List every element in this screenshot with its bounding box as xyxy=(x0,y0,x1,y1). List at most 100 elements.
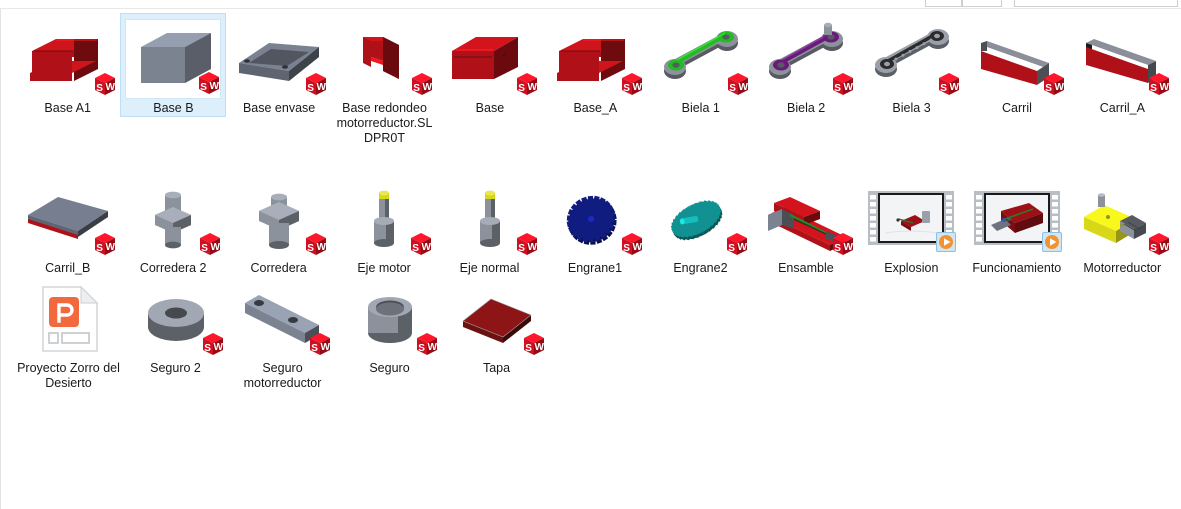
svg-text:S: S xyxy=(518,83,525,94)
svg-text:W: W xyxy=(211,242,221,253)
svg-text:W: W xyxy=(949,82,959,93)
solidworks-part-shaft-motor-icon xyxy=(338,181,430,257)
svg-text:W: W xyxy=(1160,82,1170,93)
file-item[interactable]: Explosion xyxy=(859,173,964,276)
file-label: Ensamble xyxy=(778,261,834,275)
toolbar-fragment-left[interactable] xyxy=(925,0,962,7)
file-thumbnail xyxy=(863,179,959,259)
file-label: Funcionamiento xyxy=(972,261,1062,275)
svg-text:W: W xyxy=(843,242,853,253)
solidworks-part-box-red-icon xyxy=(444,21,536,97)
svg-text:W: W xyxy=(427,342,437,353)
solidworks-part-gearmotor-yellow-icon xyxy=(1076,181,1168,257)
toolbar-fragment-middle[interactable] xyxy=(962,0,1002,7)
svg-text:S: S xyxy=(96,243,103,254)
file-label: Base A1 xyxy=(44,101,91,115)
svg-text:W: W xyxy=(1054,82,1064,93)
search-box-fragment[interactable] xyxy=(1014,0,1178,7)
file-label: Carril xyxy=(1002,101,1032,115)
file-label: Motorreductor xyxy=(1083,261,1162,275)
svg-text:W: W xyxy=(422,242,432,253)
file-label: Seguro motorreductor xyxy=(243,361,322,390)
solidworks-part-plate-gray-icon xyxy=(22,181,114,257)
svg-text:W: W xyxy=(632,242,642,253)
svg-text:W: W xyxy=(1160,242,1170,253)
solidworks-assembly-icon xyxy=(760,181,852,257)
solidworks-part-channel-red-icon xyxy=(22,21,114,97)
svg-text:S: S xyxy=(729,243,736,254)
svg-text:W: W xyxy=(317,82,327,93)
file-item[interactable]: Funcionamiento xyxy=(964,173,1069,276)
svg-text:S: S xyxy=(940,83,947,94)
video-play-badge-icon xyxy=(936,232,957,252)
solidworks-part-rail-a-red-icon xyxy=(1076,21,1168,97)
svg-text:W: W xyxy=(633,82,643,93)
solidworks-part-bracket-red-icon xyxy=(339,21,431,97)
solidworks-part-shaft-normal-icon xyxy=(444,181,536,257)
file-label: Carril_A xyxy=(1099,101,1145,115)
file-label: Eje normal xyxy=(459,261,520,275)
file-thumbnail xyxy=(969,179,1065,259)
file-label: Engrane1 xyxy=(567,261,623,275)
file-label: Tapa xyxy=(482,361,511,375)
file-item[interactable]: Proyecto Zorro del Desierto xyxy=(15,273,122,391)
svg-text:W: W xyxy=(844,82,854,93)
file-label: Biela 3 xyxy=(892,101,931,115)
svg-text:S: S xyxy=(201,82,208,93)
file-label: Seguro 2 xyxy=(150,361,201,375)
svg-text:W: W xyxy=(738,82,748,93)
